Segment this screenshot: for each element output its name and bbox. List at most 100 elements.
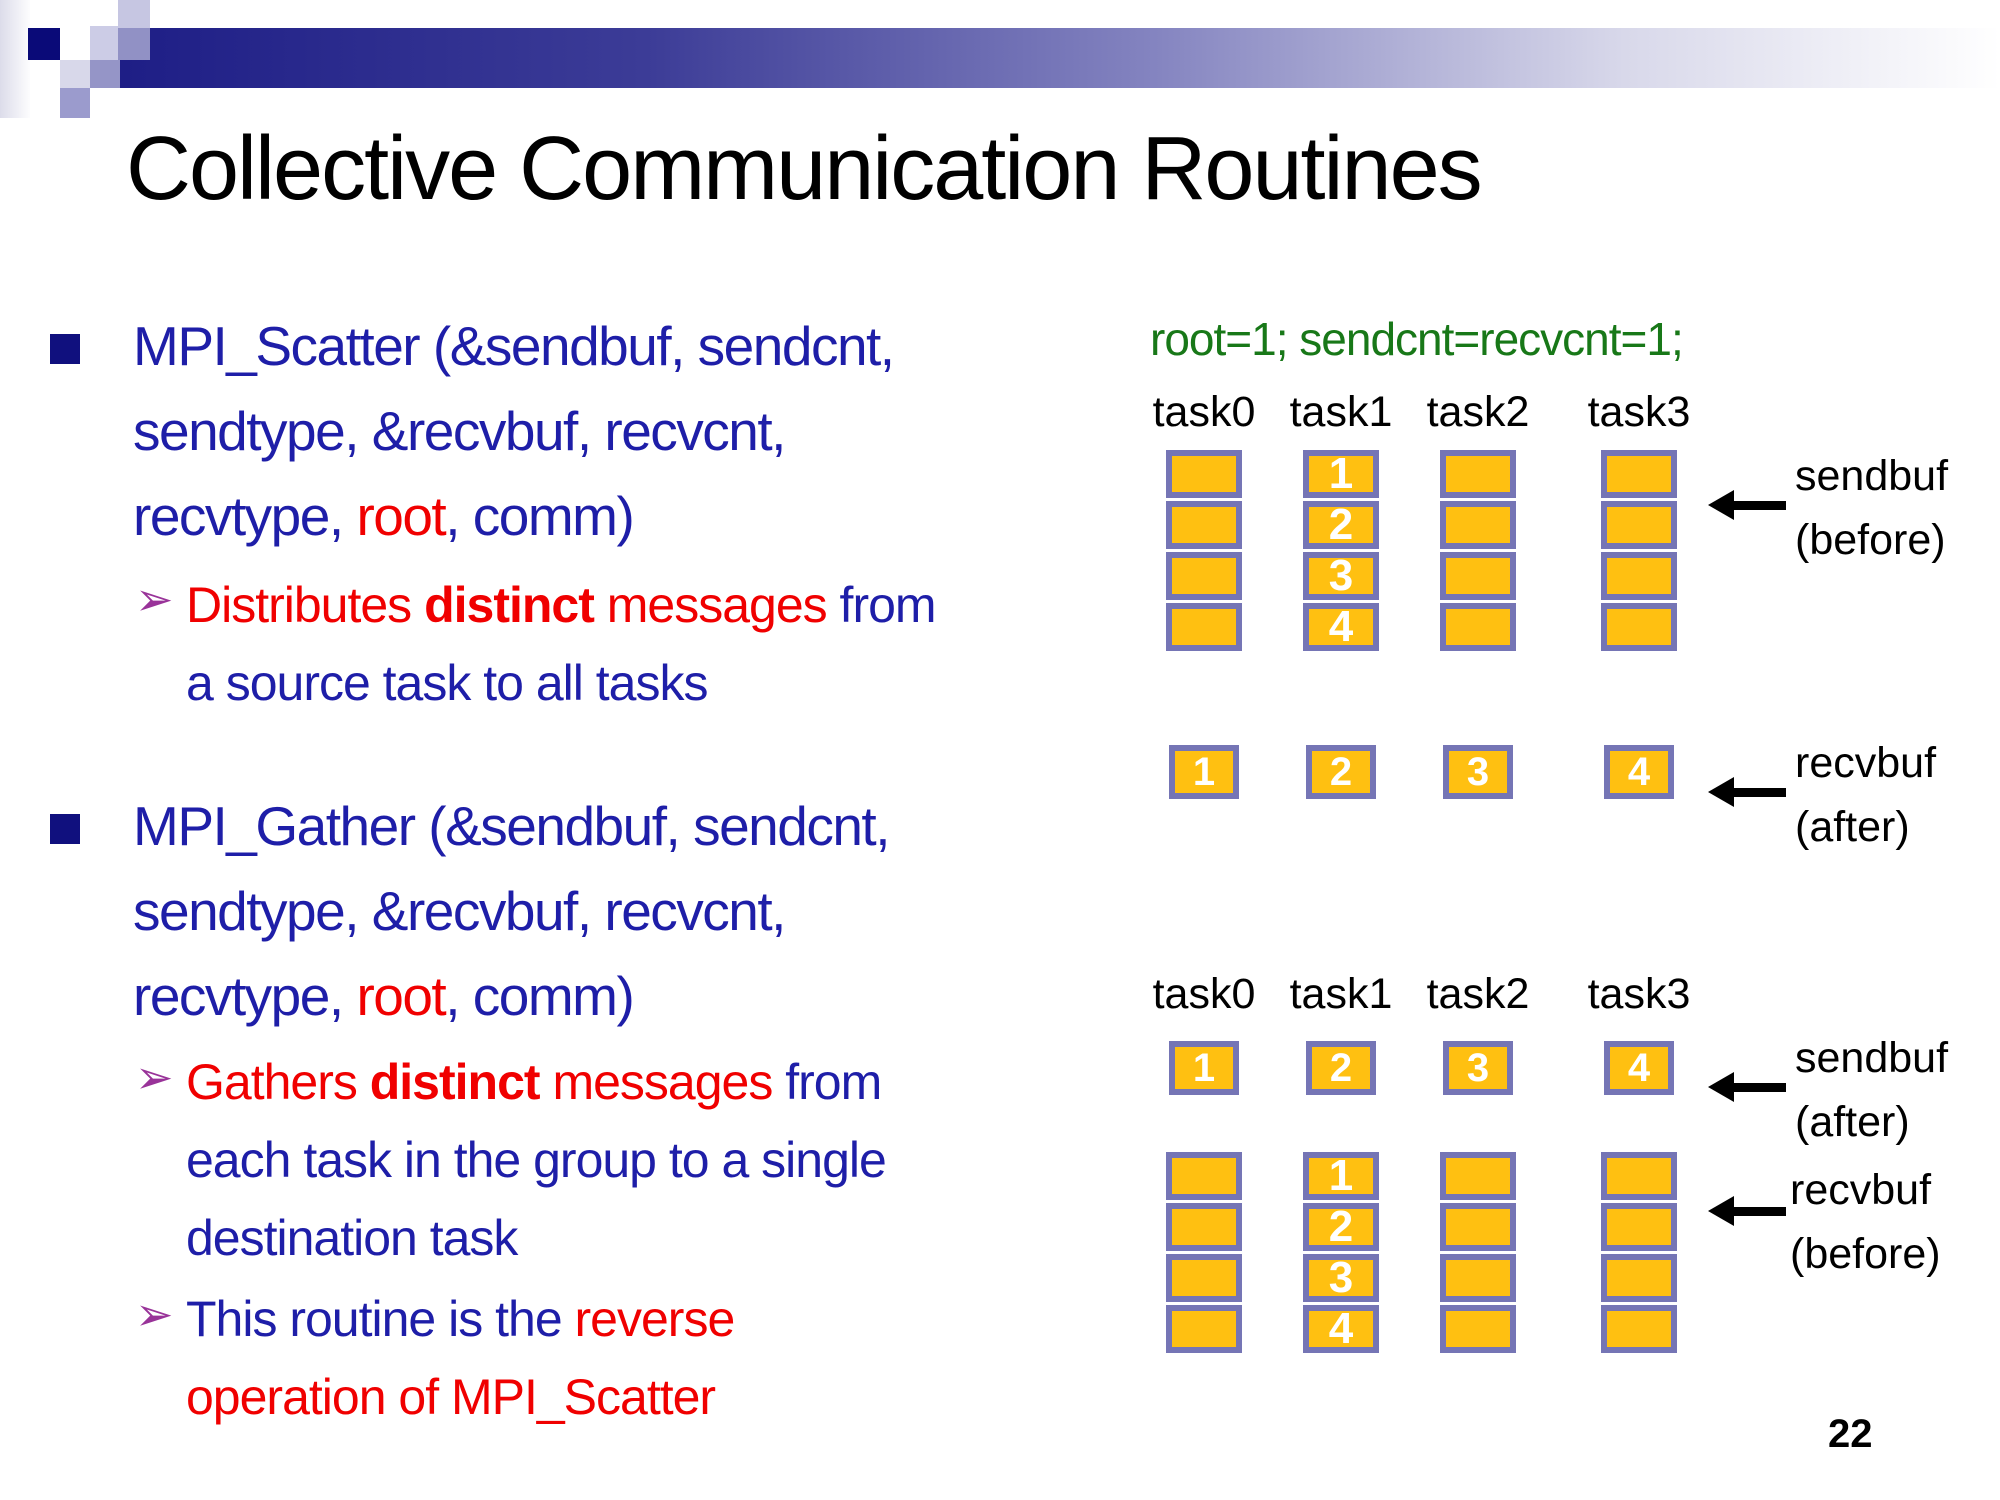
buffer-slot (1595, 1305, 1683, 1353)
deco-square (90, 60, 120, 88)
buffer-cell (1440, 450, 1516, 498)
deco-square (60, 88, 90, 118)
buffer-slot: 2 (1297, 1202, 1385, 1251)
buffer-cell: 1 (1303, 1151, 1379, 1200)
arrow-bullet-icon: ➢ (135, 1051, 174, 1103)
buffer-cell (1601, 1305, 1677, 1353)
buffer-cell (1166, 552, 1242, 600)
buffer-cell (1166, 501, 1242, 549)
text-segment: MPI_Gather (&sendbuf, sendcnt, (133, 795, 891, 857)
task2-buffer-column (1434, 1152, 1522, 1353)
task3-buffer-column (1595, 1152, 1683, 1353)
buffer-slot: task2 (1427, 388, 1530, 437)
gather-definition: MPI_Gather (&sendbuf, sendcnt, sendtype,… (133, 784, 891, 1039)
task-label: task2 (1426, 970, 1530, 1018)
buffer-slot (1160, 1152, 1248, 1200)
buffer-cell: 4 (1604, 745, 1674, 799)
text-segment: Distributes (186, 577, 425, 633)
buffer-slot (1595, 552, 1683, 600)
buffer-slot (1434, 450, 1522, 498)
buffer-slot: 2 (1297, 1041, 1385, 1095)
buffer-slot (1595, 1203, 1683, 1251)
buffer-slot (1434, 603, 1522, 651)
code-parameters: root=1; sendcnt=recvcnt=1; (1150, 313, 1684, 365)
buffer-slot: 2 (1297, 745, 1385, 799)
deco-gradient-strip (0, 0, 30, 118)
buffer-cell: 3 (1303, 551, 1379, 600)
task-label: task2 (1426, 388, 1530, 436)
buffer-slot (1595, 1152, 1683, 1200)
text-line: operation of MPI_Scatter (186, 1358, 734, 1436)
buffer-slot: task1 (1290, 388, 1393, 437)
text-segment: sendtype, &recvbuf, recvcnt, (133, 400, 786, 462)
text-segment: Gathers (186, 1054, 370, 1110)
gather-description: Gathers distinct messages from each task… (186, 1043, 887, 1277)
text-segment: distinct (424, 577, 595, 633)
text-segment: MPI_Scatter (&sendbuf, sendcnt, (133, 315, 895, 377)
text-segment: destination task (186, 1210, 518, 1266)
left-arrow-icon (1708, 777, 1786, 807)
task-label: task1 (1289, 388, 1393, 436)
text-segment: recvtype, (133, 965, 357, 1027)
buffer-cell (1601, 552, 1677, 600)
buffer-slot: task0 (1153, 388, 1256, 437)
text-segment: operation of MPI_Scatter (186, 1369, 716, 1425)
task2-buffer-column (1434, 450, 1522, 651)
buffer-slot (1434, 1305, 1522, 1353)
buffer-slot: 2 (1297, 500, 1385, 549)
buffer-slot: 3 (1434, 1041, 1522, 1095)
buffer-slot (1160, 1203, 1248, 1251)
buffer-slot (1160, 552, 1248, 600)
buffer-slot: task0 (1153, 970, 1256, 1019)
label-line: sendbuf (1795, 452, 1949, 500)
arrow-head (1708, 490, 1734, 520)
arrow-bullet-icon: ➢ (135, 573, 174, 625)
buffer-slot: 3 (1434, 745, 1522, 799)
buffer-slot: 4 (1595, 1041, 1683, 1095)
left-arrow-icon (1708, 490, 1786, 520)
text-segment: from (839, 577, 937, 633)
recvbuf-after-label: recvbuf (after) (1795, 731, 1936, 859)
buffer-cell: 2 (1306, 1041, 1376, 1095)
square-bullet-icon (50, 814, 80, 844)
task-label: task3 (1587, 970, 1691, 1018)
scatter-description: Distributes distinct messages from a sou… (186, 566, 937, 722)
arrow-head (1708, 777, 1734, 807)
deco-gradient-bar (120, 28, 2000, 88)
buffer-cell: 2 (1303, 500, 1379, 549)
text-segment: root (356, 965, 446, 1027)
buffer-cell (1601, 1152, 1677, 1200)
buffer-slot (1160, 450, 1248, 498)
sendbuf-before-label: sendbuf (before) (1795, 444, 1948, 572)
text-segment: , comm) (445, 485, 635, 547)
label-line: recvbuf (1795, 739, 1937, 787)
buffer-slot (1160, 1305, 1248, 1353)
task-label: task1 (1289, 970, 1393, 1018)
scatter-definition: MPI_Scatter (&sendbuf, sendcnt, sendtype… (133, 304, 895, 559)
arrow-bullet-icon: ➢ (135, 1288, 174, 1340)
text-line: MPI_Gather (&sendbuf, sendcnt, (133, 784, 891, 869)
buffer-slot: task3 (1588, 388, 1691, 437)
buffer-cell: 1 (1169, 1041, 1239, 1095)
buffer-cell (1166, 1152, 1242, 1200)
buffer-slot: task1 (1290, 970, 1393, 1019)
buffer-slot (1160, 1254, 1248, 1302)
text-segment: sendtype, &recvbuf, recvcnt, (133, 880, 786, 942)
gather-task-labels: task0 task1 task2 task3 (1153, 970, 1691, 1019)
buffer-cell (1601, 450, 1677, 498)
buffer-slot (1595, 501, 1683, 549)
buffer-cell: 3 (1443, 745, 1513, 799)
buffer-cell (1601, 603, 1677, 651)
deco-square (118, 0, 150, 28)
buffer-cell (1166, 1203, 1242, 1251)
text-line: Distributes distinct messages from (186, 566, 937, 644)
arrow-shaft (1734, 1082, 1786, 1092)
buffer-slot (1434, 501, 1522, 549)
text-segment: recvtype, (133, 485, 357, 547)
gather-sendbuf-row: 1 2 3 4 (1160, 1041, 1683, 1095)
buffer-slot: 1 (1160, 1041, 1248, 1095)
text-line: This routine is the reverse (186, 1280, 735, 1358)
deco-square (90, 26, 118, 60)
